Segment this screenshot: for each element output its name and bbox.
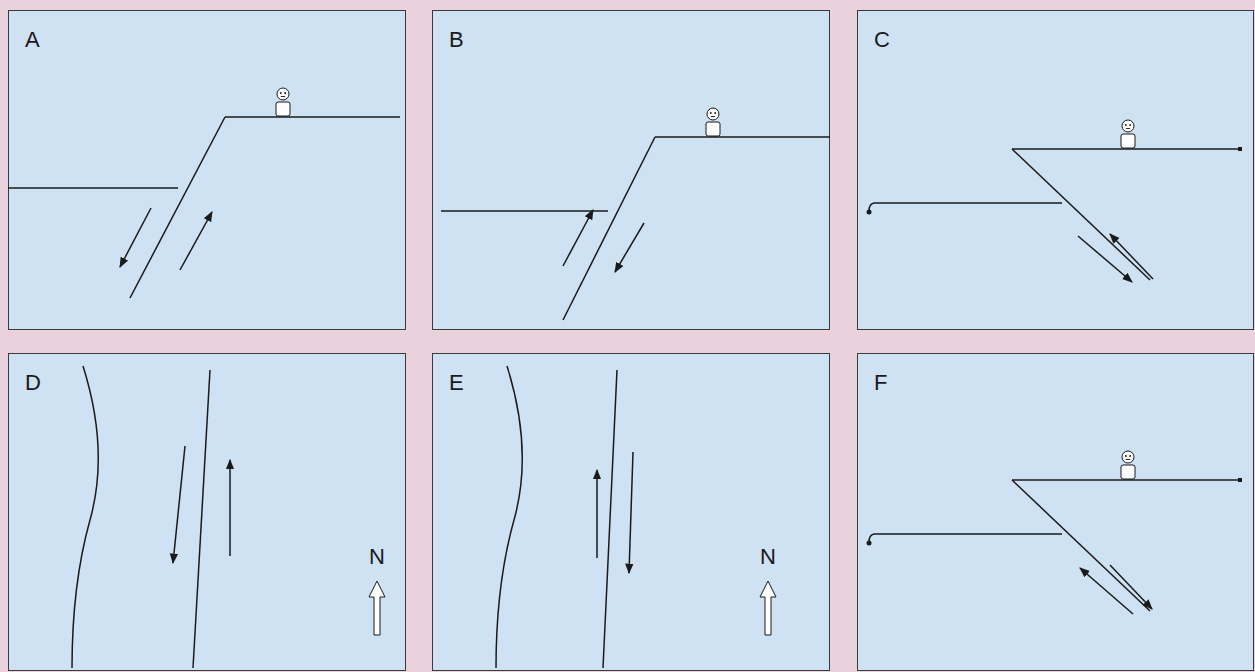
observer-figures (276, 88, 1135, 479)
fault-f (869, 480, 1240, 614)
panel: F (857, 353, 1254, 671)
panel-letter: C (874, 29, 890, 51)
fault-b (441, 137, 830, 320)
north-arrows (369, 581, 776, 635)
panel: E (432, 353, 830, 671)
panel-letter: B (449, 29, 464, 51)
panel-letter: A (25, 29, 40, 51)
panel: C (857, 10, 1254, 330)
north-label: N (369, 546, 385, 568)
fault-c (869, 149, 1240, 282)
fault-d (72, 366, 230, 668)
panel: B (432, 10, 830, 330)
panel-letter: D (25, 372, 41, 394)
panel-letter: F (874, 372, 887, 394)
north-label: N (760, 546, 776, 568)
line-ends (867, 147, 1243, 546)
fault-e (496, 366, 633, 668)
panel-letter: E (449, 372, 464, 394)
panel: D (8, 353, 406, 671)
panel: A (8, 10, 406, 330)
fault-a (8, 117, 400, 298)
